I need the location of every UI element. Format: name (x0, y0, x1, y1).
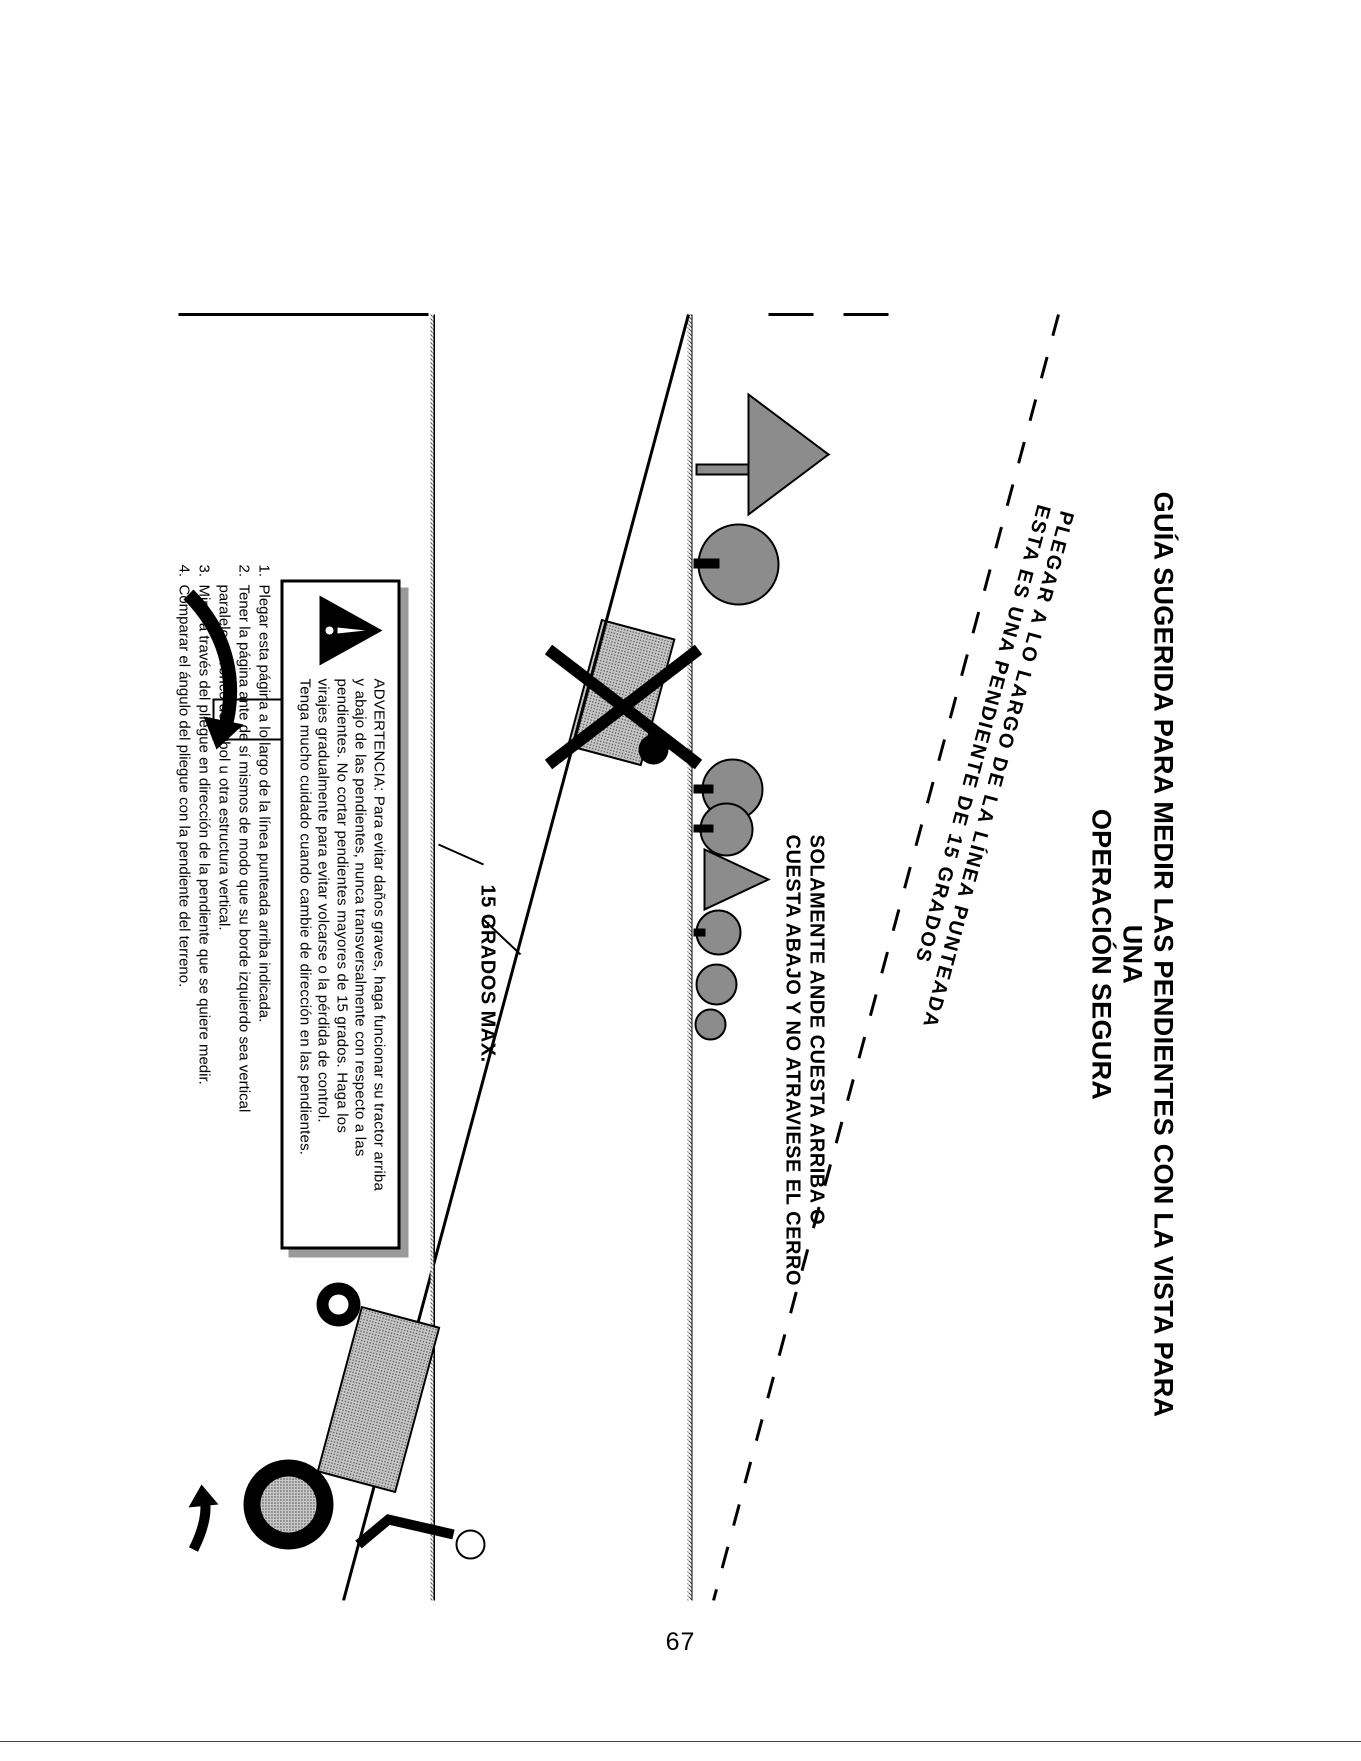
instruction-item: 1.Plegar esta página a lo largo de la lí… (255, 564, 273, 1022)
round-tree-3-icon (693, 802, 754, 856)
bottom-rule (0, 1741, 1361, 1742)
curved-arrow-bottom-head-icon (188, 1484, 219, 1507)
tree-group (693, 392, 831, 1040)
page-title-line2: OPERACIÓN SEGURA (1086, 808, 1117, 1100)
page-number: 67 (665, 1628, 696, 1656)
page-title: GUÍA SUGERIDA PARA MEDIR LAS PENDIENTES … (1086, 474, 1179, 1434)
operator-head (455, 1529, 486, 1559)
safe-operation-line2: CUESTA ABAJO Y NO ATRAVIESE EL CERRO (781, 834, 804, 1286)
warning-triangle-icon (319, 595, 383, 665)
degree-arrow-upper (482, 918, 522, 955)
warning-line4: virajes gradualmente para evitar volcars… (315, 678, 332, 1123)
warning-label: ADVERTENCIA: (370, 678, 388, 791)
curved-arrow-top-head-icon (203, 716, 244, 749)
operator-body (355, 1513, 455, 1548)
warning-box: ADVERTENCIA: Para evitar daños graves, h… (280, 579, 401, 1249)
warning-line2: y abajo de las pendientes, nunca transve… (352, 678, 369, 1157)
slope-max-label: 15 GRADOS MAX. (476, 884, 499, 1063)
conifer-tree-body-icon (747, 392, 831, 516)
round-tree-2-icon (693, 758, 764, 820)
curved-arrow-top-icon (183, 589, 238, 737)
round-tree-4-icon (693, 909, 742, 955)
small-conifer-icon (703, 847, 771, 911)
round-tree-1-icon (693, 523, 780, 605)
correct-tractor-illustration (243, 1282, 486, 1559)
cross-out-line-2 (544, 644, 703, 769)
warning-line3: pendientes. No cortar pendientes mayores… (333, 678, 351, 1133)
lower-ground-hatch (430, 314, 434, 1600)
safe-operation-line1: SOLAMENTE ANDE CUESTA ARRIBA O (805, 834, 828, 1225)
instruction-item: 3.Mirar a través del pliegue en direcció… (195, 564, 213, 1085)
warning-line1: Para evitar daños graves, haga funcionar… (370, 795, 388, 1191)
warning-text: ADVERTENCIA: Para evitar daños graves, h… (295, 678, 388, 1236)
instruction-item: 4.Comparar el ángulo del pliegue con la … (175, 564, 193, 987)
round-tree-5-icon (695, 963, 738, 1005)
instruction-list: 1.Plegar esta página a lo largo de la lí… (174, 564, 274, 1564)
warning-line5: Tenga mucho cuidado cuando cambie de dir… (296, 678, 314, 1155)
degree-arrow-lower (438, 843, 484, 865)
slope-scene (178, 312, 1060, 1600)
page-title-line1: GUÍA SUGERIDA PARA MEDIR LAS PENDIENTES … (1117, 491, 1179, 1417)
instruction-item: 2.Tener la página ante de sí mismos de m… (235, 564, 253, 1112)
incorrect-tractor-illustration (544, 618, 703, 769)
safe-operation-note: SOLAMENTE ANDE CUESTA ARRIBA O CUESTA AB… (781, 834, 829, 1285)
round-tree-6-icon (694, 1008, 727, 1040)
fold-dashed-line (712, 313, 1060, 1600)
instruction-item: paralelo al tronco del árbol u otra estr… (215, 584, 233, 931)
rotated-illustration: GUÍA SUGERIDA PARA MEDIR LAS PENDIENTES … (172, 304, 1189, 1600)
upper-ground-hatch (687, 314, 692, 1600)
